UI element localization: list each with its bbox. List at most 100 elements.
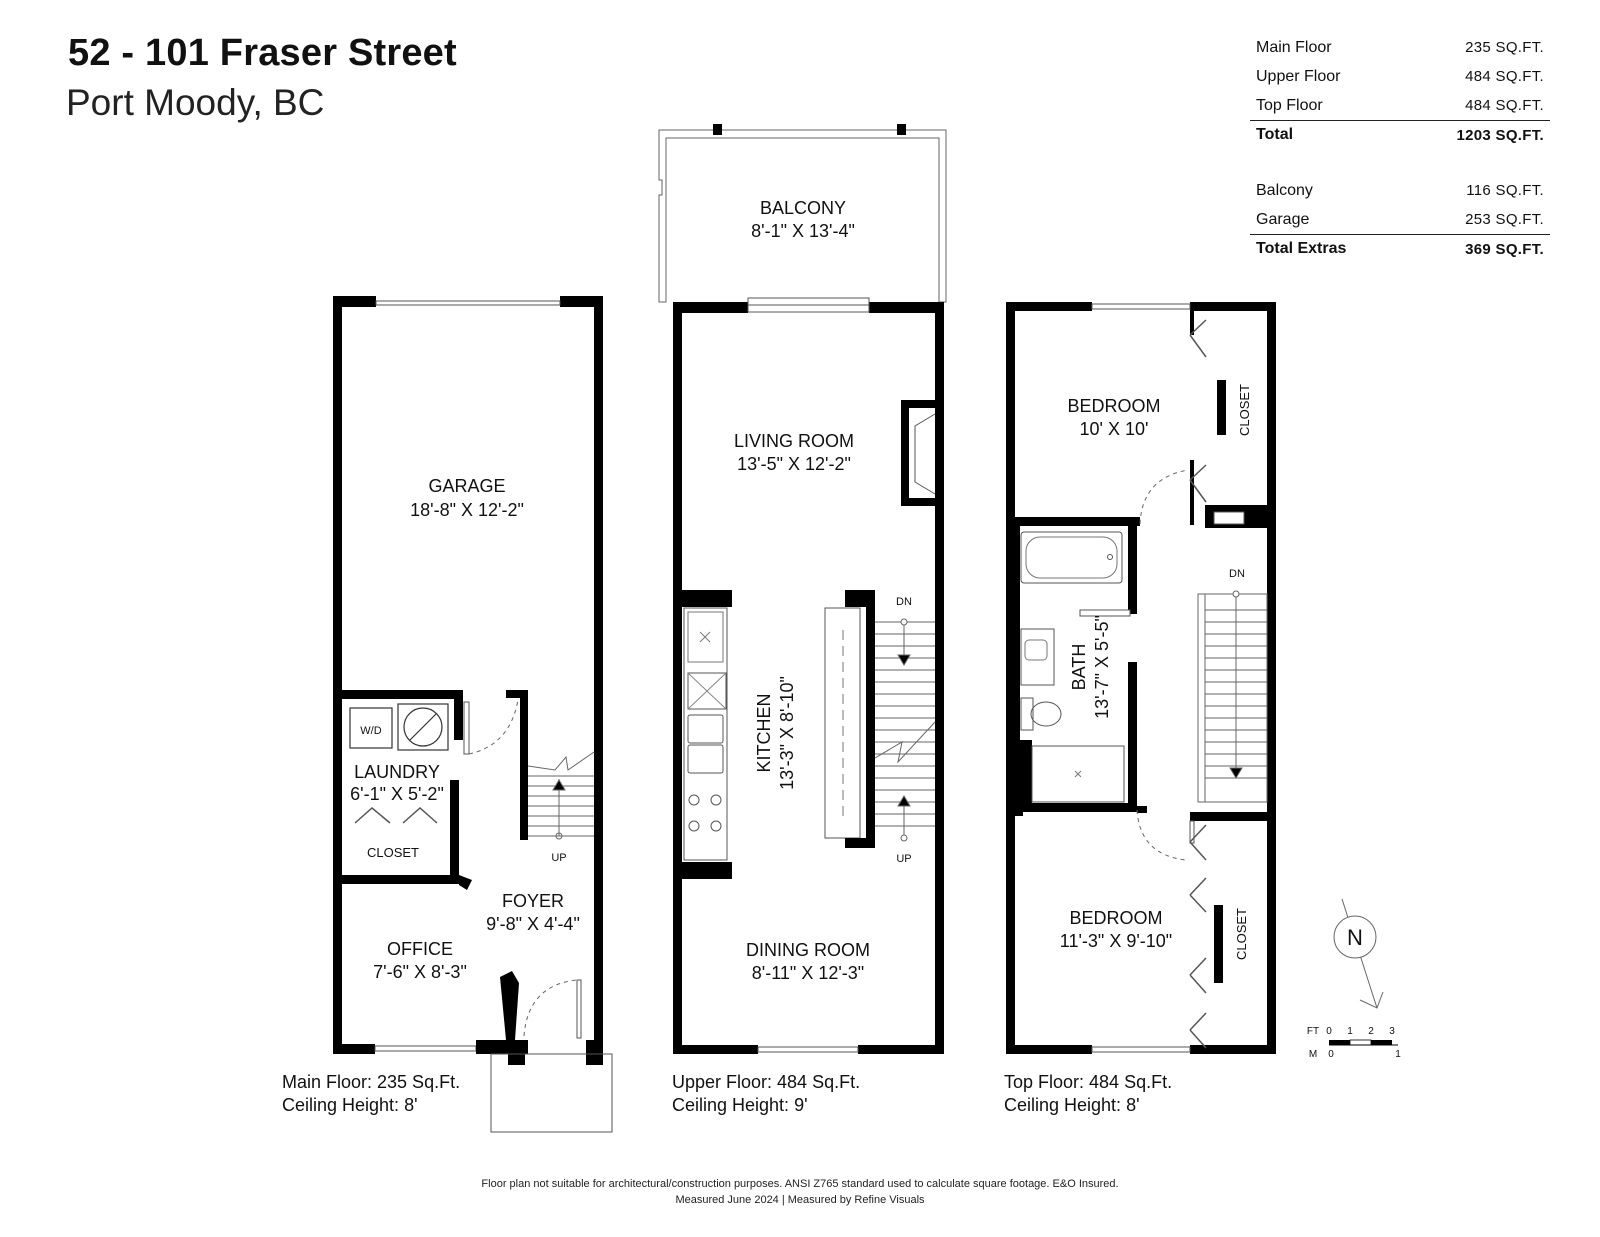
sink (687, 714, 724, 744)
wall (508, 1046, 525, 1065)
cooktop (688, 794, 700, 806)
wd-label: W/D (360, 725, 381, 737)
top-stair (1197, 590, 1268, 803)
main-floor-area: Main Floor: 235 Sq.Ft. (282, 1072, 461, 1092)
balcony-dims: 8'-1" X 13'-4" (751, 221, 855, 241)
wall (594, 296, 603, 1054)
area-row-main-floor: Main Floor 235 SQ.FT. (1250, 33, 1550, 62)
area-row-upper-floor: Upper Floor 484 SQ.FT. (1250, 62, 1550, 91)
dining-room-name: DINING ROOM (746, 940, 870, 960)
wall (1006, 302, 1015, 1054)
disclaimer-line-2: Measured June 2024 | Measured by Refine … (675, 1194, 925, 1206)
svg-text:2: 2 (1368, 1026, 1374, 1037)
foyer-name: FOYER (502, 891, 564, 911)
closet-2-label: CLOSET (1234, 908, 1249, 960)
wall (1006, 302, 1092, 311)
area-row-total: Total 1203 SQ.FT. (1250, 120, 1550, 149)
garage-dims: 18'-8" X 12'-2" (410, 500, 524, 520)
upper-floor-info: Upper Floor: 484 Sq.Ft. Ceiling Height: … (672, 1071, 860, 1117)
wall (673, 302, 682, 1054)
wall (682, 590, 732, 607)
wall (454, 690, 463, 740)
area-value: 235 SQ.FT. (1465, 39, 1544, 56)
bath-name: BATH (1069, 644, 1089, 691)
wall (450, 780, 459, 883)
closet-rod (1217, 380, 1226, 435)
svg-text:FT: FT (1307, 1026, 1319, 1037)
wall (858, 1045, 944, 1054)
area-label: Top Floor (1256, 96, 1323, 114)
compass-icon: N (1333, 898, 1384, 1009)
wall (869, 302, 944, 313)
main-stair (527, 751, 595, 840)
area-value: 484 SQ.FT. (1465, 97, 1544, 114)
area-label: Total Extras (1256, 240, 1347, 257)
disclaimer-line-1: Floor plan not suitable for architectura… (481, 1178, 1119, 1190)
svg-text:0: 0 (1326, 1026, 1332, 1037)
top-floor-area: Top Floor: 484 Sq.Ft. (1004, 1072, 1173, 1092)
window (1091, 303, 1191, 310)
wall (673, 302, 748, 313)
page-title: 52 - 101 Fraser Street (68, 32, 457, 74)
compass-letter: N (1347, 925, 1363, 950)
garage-door (375, 300, 561, 306)
living-room-name: LIVING ROOM (734, 431, 854, 451)
wall (342, 875, 459, 884)
svg-text:M: M (1309, 1049, 1317, 1060)
svg-text:3: 3 (1389, 1026, 1395, 1037)
office-name: OFFICE (387, 939, 453, 959)
laundry-name: LAUNDRY (354, 762, 440, 782)
wall (1006, 1045, 1092, 1054)
area-value: 1203 SQ.FT. (1456, 126, 1544, 144)
area-row-total-extras: Total Extras 369 SQ.FT. (1250, 234, 1550, 263)
office-dims: 7'-6" X 8'-3" (373, 962, 467, 982)
svg-text:1: 1 (1395, 1049, 1401, 1060)
area-summary-table: Main Floor 235 SQ.FT. Upper Floor 484 SQ… (1250, 33, 1550, 263)
area-row-garage: Garage 253 SQ.FT. (1250, 205, 1550, 234)
wall (682, 862, 732, 879)
balcony-railing (658, 129, 947, 303)
wall (520, 690, 528, 840)
wall (333, 296, 342, 1054)
wall (1267, 302, 1276, 1054)
stair-up-label: UP (896, 853, 911, 865)
window (757, 1046, 859, 1053)
area-label: Upper Floor (1256, 67, 1341, 85)
area-label: Balcony (1256, 181, 1313, 199)
wall (586, 1040, 603, 1065)
disclaimer-footer: Floor plan not suitable for architectura… (0, 1176, 1600, 1208)
upper-floor-ceiling: Ceiling Height: 9' (672, 1095, 808, 1115)
wall (935, 302, 944, 1054)
area-label: Main Floor (1256, 38, 1332, 56)
kitchen-island (824, 607, 861, 839)
main-floor-info: Main Floor: 235 Sq.Ft. Ceiling Height: 8… (282, 1071, 460, 1117)
wall (342, 690, 463, 699)
area-value: 116 SQ.FT. (1466, 182, 1544, 199)
foyer-dims: 9'-8" X 4'-4" (486, 914, 580, 934)
top-floor-info: Top Floor: 484 Sq.Ft. Ceiling Height: 8' (1004, 1071, 1172, 1117)
wall (333, 1044, 375, 1054)
bedroom-2-dims: 11'-3" X 9'-10" (1060, 931, 1172, 951)
bedroom-1-name: BEDROOM (1067, 396, 1160, 416)
svg-text:1: 1 (1347, 1026, 1353, 1037)
upper-floor-plan: BALCONY 8'-1" X 13'-4" (658, 124, 947, 1054)
top-floor-ceiling: Ceiling Height: 8' (1004, 1095, 1140, 1115)
laundry-closet-label: CLOSET (367, 845, 419, 860)
page-subtitle: Port Moody, BC (66, 82, 325, 123)
bedroom-2-name: BEDROOM (1069, 908, 1162, 928)
bathtub (1020, 531, 1123, 584)
scale-bar: FT 0 1 2 3 M 0 1 (1307, 1026, 1401, 1060)
upper-floor-area: Upper Floor: 484 Sq.Ft. (672, 1072, 861, 1092)
main-floor-plan: W/D UP GARAGE 18'-8" X 12'-2" (333, 296, 613, 1133)
upper-stair (874, 618, 936, 842)
water-heater (397, 703, 449, 751)
garage-name: GARAGE (428, 476, 505, 496)
window (374, 1045, 477, 1052)
kitchen-name: KITCHEN (754, 693, 774, 772)
top-floor-plan: DN BEDROOM 10' X 10' CLOSET BATH 13'-7" … (1006, 302, 1276, 1054)
wall (673, 1045, 758, 1054)
wall (1190, 1045, 1276, 1054)
stair-dn-label: DN (896, 596, 912, 608)
entry-landing (490, 1053, 613, 1133)
